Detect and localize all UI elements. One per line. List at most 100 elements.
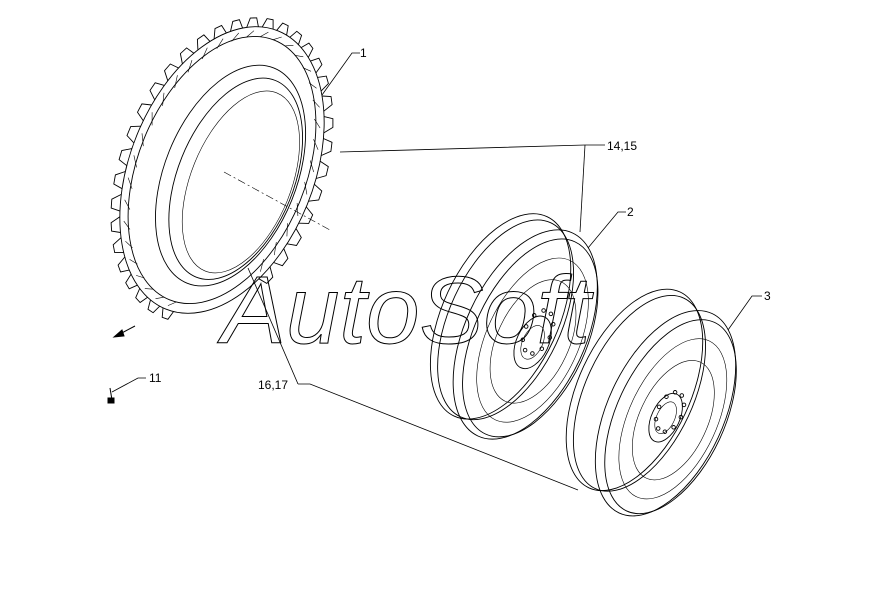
tread-lug xyxy=(258,266,274,284)
tread-lug xyxy=(230,19,244,32)
tread-lug xyxy=(110,216,121,233)
tread-face-line xyxy=(141,133,144,147)
direction-arrow-icon xyxy=(112,325,136,338)
tread-face-line xyxy=(216,38,224,49)
tread-face-line xyxy=(124,199,131,210)
tread-face-line xyxy=(174,75,178,89)
tread-face-line xyxy=(136,275,145,279)
bolt-hole xyxy=(656,404,662,410)
tread-lug xyxy=(179,47,195,65)
leader-lines xyxy=(111,52,762,491)
bolt-hole xyxy=(679,393,685,398)
tread-lug xyxy=(113,171,126,190)
tread-face-line xyxy=(246,30,255,38)
tread-face-line xyxy=(304,181,308,195)
bolt-hole xyxy=(548,311,554,317)
tread-face-line xyxy=(308,82,317,89)
tread-face-line xyxy=(296,202,299,217)
tread-face-line xyxy=(302,67,312,72)
tread-face-line xyxy=(260,31,269,38)
bolt-hole xyxy=(678,414,684,420)
bolt-hole xyxy=(522,347,528,353)
tread-lug xyxy=(161,307,174,320)
tread-lug xyxy=(112,237,124,254)
tread-face-line xyxy=(129,259,138,265)
tread-lug xyxy=(117,256,130,273)
tread-lug xyxy=(125,273,138,290)
bolt-hole xyxy=(681,402,687,408)
tread-lug xyxy=(317,75,329,92)
tread-lug xyxy=(246,17,259,28)
callout-2: 2 xyxy=(627,205,634,219)
tread-lug xyxy=(196,34,211,50)
tread-face-line xyxy=(144,288,154,290)
tread-face-line xyxy=(187,60,193,73)
tread-face-line xyxy=(273,36,282,40)
callout-14-15: 14,15 xyxy=(607,139,637,153)
tread-lug xyxy=(126,125,141,144)
tread-face-line xyxy=(231,32,240,42)
wheel-rim-front xyxy=(429,213,599,440)
wheel-bolt xyxy=(107,387,115,404)
tread-face-line xyxy=(313,139,319,150)
tread-face-line xyxy=(127,177,133,189)
bolt-hole xyxy=(547,335,553,340)
callout-3: 3 xyxy=(764,289,771,303)
tread-lug xyxy=(163,63,179,81)
tread-lug xyxy=(321,138,333,156)
tread-face-line xyxy=(309,160,314,173)
tread-face-line xyxy=(125,240,133,249)
tread-face-line xyxy=(167,301,177,306)
bolt-hole xyxy=(655,426,661,431)
tread-face-line xyxy=(260,259,264,272)
tread-face-line xyxy=(155,296,165,299)
bolt-hole xyxy=(671,425,676,430)
tread-lug xyxy=(323,116,334,134)
bolt-hole xyxy=(653,416,659,422)
callout-1: 1 xyxy=(360,46,367,60)
bolt-hole xyxy=(531,313,537,318)
tire xyxy=(110,17,334,320)
tread-face-line xyxy=(314,118,321,129)
tread-lug xyxy=(308,183,323,202)
tread-lug xyxy=(261,18,274,30)
tread-lug xyxy=(321,95,333,112)
bolt-hole xyxy=(520,337,526,343)
tread-lug xyxy=(300,42,314,58)
tread-lug xyxy=(136,103,152,121)
tread-face-line xyxy=(201,47,208,60)
bolt-hole xyxy=(539,346,545,351)
callout-16-17: 16,17 xyxy=(258,378,288,392)
watermark-text: AutoSoft xyxy=(217,257,594,364)
tread-lug xyxy=(298,206,314,224)
tread-lug xyxy=(135,288,148,304)
rim-front-bolt-holes xyxy=(520,308,556,356)
tire-tread-lugs xyxy=(110,17,334,320)
bolt-hole xyxy=(541,308,546,313)
tread-lug xyxy=(118,148,132,167)
tread-face-line xyxy=(312,99,320,108)
wheel-rim-rear xyxy=(565,288,737,517)
tread-lug xyxy=(289,30,303,45)
tread-face-line xyxy=(162,92,165,106)
tread-lug xyxy=(276,22,289,36)
callout-11: 11 xyxy=(149,371,162,385)
tread-lug xyxy=(310,57,323,74)
bolt-hole xyxy=(530,351,535,356)
tread-face-line xyxy=(294,55,304,58)
tread-face-line xyxy=(284,45,294,47)
tread-face-line xyxy=(123,220,131,230)
tread-lug xyxy=(147,299,161,314)
tread-face-line xyxy=(274,242,277,256)
rim-rear-bolt-holes xyxy=(653,390,687,434)
tread-lug xyxy=(315,160,329,179)
tread-lug xyxy=(213,24,227,40)
bolt-hole xyxy=(523,324,529,329)
bolt-hole xyxy=(672,390,678,395)
tread-face-line xyxy=(133,155,137,168)
tread-lug xyxy=(286,228,302,246)
tread-lug xyxy=(149,82,165,101)
tread-lug xyxy=(110,193,122,212)
bolt-hole xyxy=(662,429,668,434)
